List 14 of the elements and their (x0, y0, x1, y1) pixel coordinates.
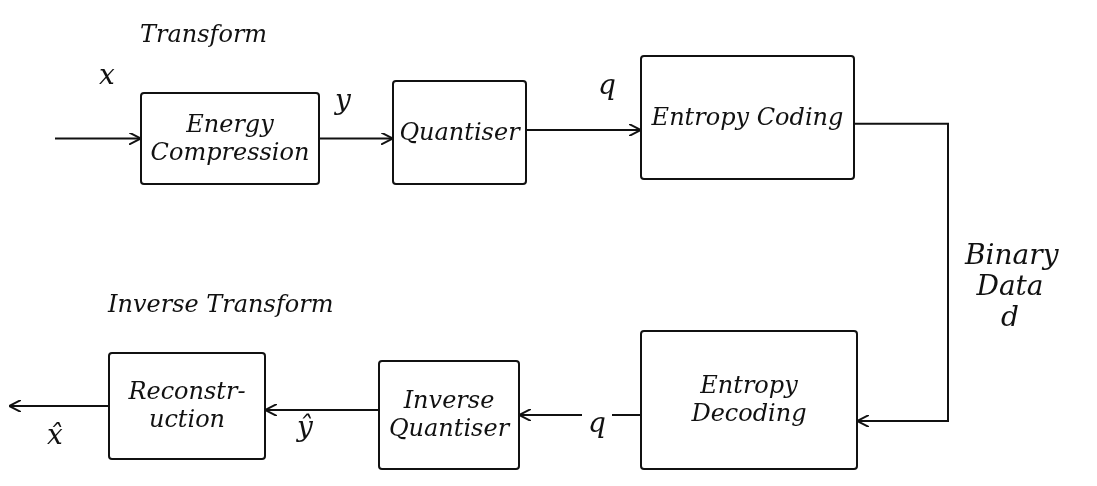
arrow (54, 131, 142, 146)
block-text: Inverse Quantiser (387, 385, 512, 444)
block-text: Entropy Coding (650, 101, 845, 133)
arrow (526, 123, 642, 137)
arrow (319, 131, 394, 146)
arrow (8, 399, 109, 413)
block-text: Quantiser (398, 116, 522, 148)
block-heading: Transform (140, 20, 268, 48)
block-heading: Inverse Transform (108, 290, 334, 318)
arrow (854, 122, 949, 428)
arrow (264, 403, 379, 417)
block-text: Reconstr- uction (127, 376, 247, 435)
block-text: Entropy Decoding (690, 370, 808, 429)
block-text: Energy Compression (149, 108, 311, 168)
